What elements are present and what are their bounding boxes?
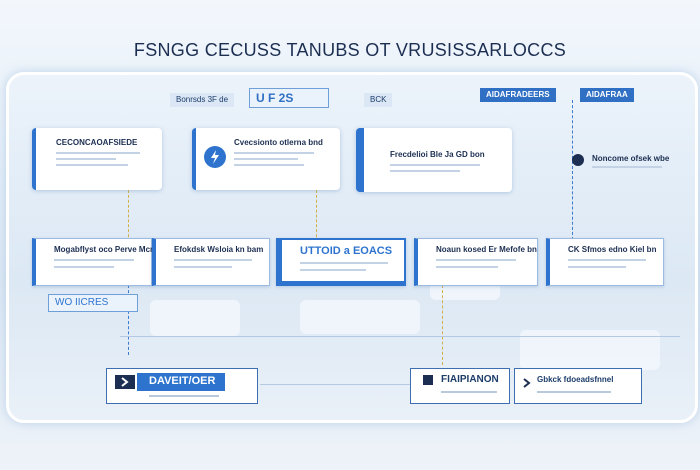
- chevron-right-icon: [115, 375, 135, 389]
- text-line: [592, 166, 662, 168]
- square-icon: [423, 375, 433, 385]
- connector-line: [120, 336, 680, 337]
- text-line: [54, 259, 134, 261]
- process-box: CK Sfmos edno Kiel bn: [546, 238, 664, 286]
- connector-line: [442, 285, 443, 365]
- box-title: CK Sfmos edno Kiel bn: [568, 245, 657, 254]
- process-card: Cvecsionto otlerna bnd: [192, 128, 340, 190]
- process-card: Frecdelioi Ble Ja GD bon: [356, 128, 512, 192]
- text-line: [174, 266, 232, 268]
- text-line: [300, 269, 366, 271]
- chip-label: AIDAFRADEERS: [480, 88, 556, 102]
- process-card: CECONCAOAFSIEDE: [32, 128, 162, 190]
- process-box: UTTOID a EOACS: [276, 238, 406, 286]
- text-line: [56, 158, 116, 160]
- text-line: [390, 170, 460, 172]
- box-title: Mogabflyst oco Perve Mcr: [54, 245, 154, 254]
- chevron-right-icon: [523, 375, 531, 388]
- text-line: [436, 266, 498, 268]
- label-highlight: [137, 373, 225, 391]
- diagram-title: FSNGG CECUSS TANUBS OT VRUSISSARLOCCS: [133, 40, 567, 60]
- text-line: [436, 259, 516, 261]
- box-title: Noaun kosed Er Mefofe bn: [436, 245, 537, 254]
- card-title: Cvecsionto otlerna bnd: [234, 138, 323, 147]
- ghost-shape: [150, 300, 240, 336]
- chip-label: BCK: [364, 93, 393, 107]
- chip-label: Bonrsds 3F de: [170, 93, 235, 107]
- text-line: [568, 259, 646, 261]
- connector-line: [128, 190, 129, 242]
- output-box: DAVEIT/OER: [106, 368, 258, 404]
- text-line: [537, 391, 611, 393]
- process-box: Mogabflyst oco Perve Mcr: [32, 238, 154, 286]
- lightning-icon: [204, 146, 226, 168]
- connector-line: [316, 190, 317, 242]
- chip-label: AIDAFRAA: [580, 88, 634, 102]
- text-line: [56, 164, 128, 166]
- process-box: Noaun kosed Er Mefofe bn: [414, 238, 538, 286]
- output-label: DAVEIT/OER: [149, 375, 216, 387]
- text-line: [54, 266, 114, 268]
- share-icon: [572, 154, 584, 166]
- text-line: [441, 391, 497, 393]
- section-badge: WO IICRES: [48, 294, 138, 312]
- text-line: [149, 395, 219, 397]
- connector-line: [572, 100, 573, 240]
- card-title: Noncome ofsek wbe: [592, 154, 670, 163]
- process-box: Efokdsk Wsloia kn bam: [152, 238, 270, 286]
- text-line: [390, 164, 480, 166]
- ghost-shape: [300, 300, 420, 334]
- text-line: [234, 152, 314, 154]
- text-line: [234, 164, 304, 166]
- box-title: Efokdsk Wsloia kn bam: [174, 245, 264, 254]
- connector-line: [260, 384, 410, 385]
- text-line: [56, 152, 140, 154]
- chip-label: U F 2S: [249, 88, 329, 108]
- output-label: FIAIPIANON: [441, 374, 499, 385]
- card-title: CECONCAOAFSIEDE: [56, 138, 138, 147]
- output-box: FIAIPIANON: [410, 368, 510, 404]
- process-card: Noncome ofsek wbe: [566, 142, 678, 182]
- output-label: Gbkck fdoeadsfnnel: [537, 375, 614, 384]
- box-title: UTTOID a EOACS: [300, 245, 393, 257]
- diagram-frame: [6, 72, 698, 423]
- text-line: [174, 259, 252, 261]
- output-box: Gbkck fdoeadsfnnel: [514, 368, 642, 404]
- card-title: Frecdelioi Ble Ja GD bon: [390, 150, 485, 159]
- text-line: [300, 262, 388, 264]
- accent-bar: [282, 281, 404, 284]
- connector-line: [128, 285, 129, 355]
- text-line: [234, 158, 298, 160]
- text-line: [568, 266, 626, 268]
